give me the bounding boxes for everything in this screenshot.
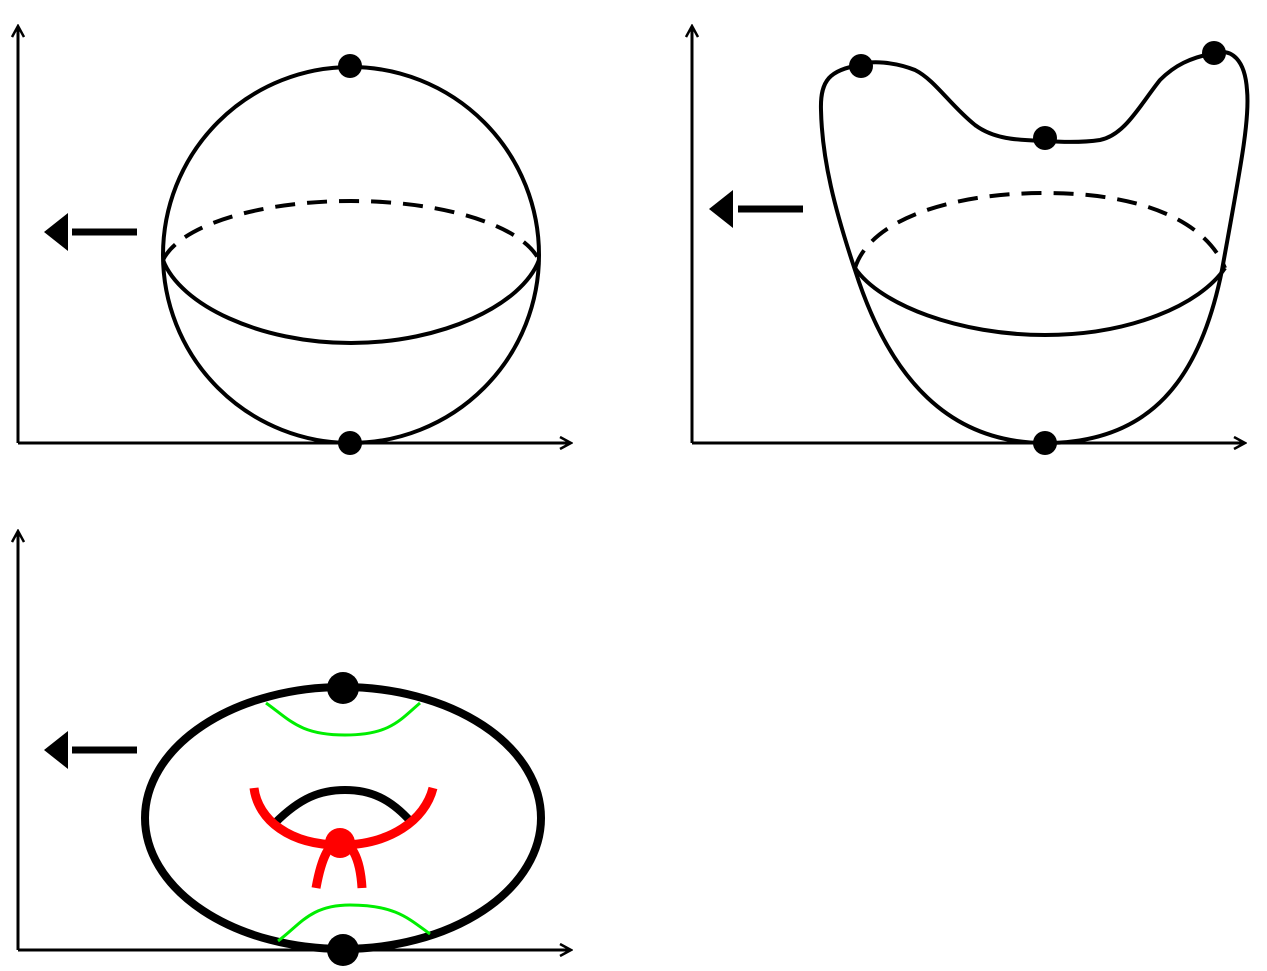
green-level-upper: [265, 701, 421, 737]
critical-point-max: [327, 672, 359, 704]
critical-point-max-left: [849, 54, 873, 78]
critical-point-saddle: [1033, 126, 1057, 150]
torus-hole: [272, 785, 416, 826]
panel-sphere: [18, 26, 571, 455]
axes: [692, 26, 1245, 443]
sphere-outline: [161, 65, 541, 445]
critical-point-saddle-lower: [325, 828, 355, 858]
panel-torus: [18, 531, 571, 966]
critical-point-max: [338, 54, 362, 78]
critical-point-min: [338, 431, 362, 455]
axes: [18, 531, 571, 950]
equator-front: [161, 259, 541, 346]
critical-point-max-right: [1202, 41, 1226, 65]
green-level-lower: [277, 903, 431, 943]
critical-point-min: [327, 934, 359, 966]
level-front: [853, 266, 1227, 338]
direction-arrow: [44, 213, 137, 251]
equator-back: [161, 198, 541, 261]
surface-outline: [818, 49, 1250, 446]
level-back: [853, 190, 1227, 269]
axes: [18, 26, 571, 443]
critical-point-min: [1033, 431, 1057, 455]
direction-arrow: [44, 731, 137, 769]
direction-arrow: [709, 190, 803, 228]
torus-outline: [141, 683, 545, 953]
panel-dented-surface: [692, 26, 1250, 455]
saddle-level-red: [249, 786, 438, 889]
